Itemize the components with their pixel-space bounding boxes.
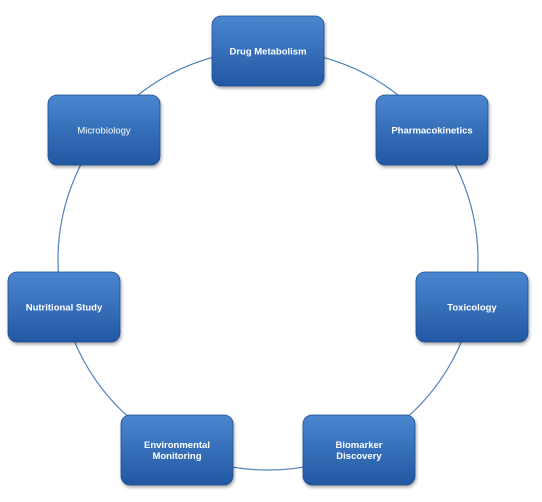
node-box [375,94,489,166]
node-box [302,414,416,486]
nodes-layer: Drug MetabolismPharmacokineticsToxicolog… [7,15,529,486]
node-label: Nutritional Study [26,303,103,314]
node-toxicology: Toxicology [415,271,529,343]
node-label: Biomarker [336,440,383,451]
node-label: Discovery [336,451,382,462]
node-pharmacokinetics: Pharmacokinetics [375,94,489,166]
node-label: Environmental [144,440,210,451]
node-label: Microbiology [77,126,131,137]
node-label: Toxicology [447,303,497,314]
node-label: Drug Metabolism [229,47,306,58]
node-nutritional-study: Nutritional Study [7,271,121,343]
node-box [211,15,325,87]
node-drug-metabolism: Drug Metabolism [211,15,325,87]
node-box [120,414,234,486]
node-box [415,271,529,343]
node-label: Monitoring [152,451,201,462]
node-box [7,271,121,343]
node-box [47,94,161,166]
node-microbiology: Microbiology [47,94,161,166]
node-label: Pharmacokinetics [391,126,472,137]
